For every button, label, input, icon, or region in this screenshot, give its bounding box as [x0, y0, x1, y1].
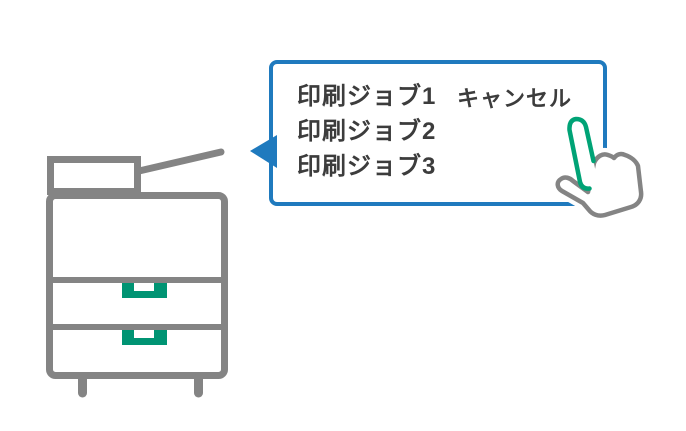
printer-body — [46, 192, 228, 379]
print-job-item: 印刷ジョブ1 — [297, 83, 437, 110]
tray-handle-icon — [122, 283, 167, 298]
printer-top-panel — [47, 156, 141, 195]
scanner-lid-icon — [135, 148, 225, 175]
printer-icon — [46, 148, 228, 398]
print-job-item: 印刷ジョブ3 — [297, 153, 437, 180]
print-job-list: 印刷ジョブ1 印刷ジョブ2 印刷ジョブ3 — [297, 79, 436, 184]
tray-handle-icon — [122, 330, 167, 345]
speech-bubble-tail-icon — [250, 135, 277, 168]
print-job-item: 印刷ジョブ2 — [297, 118, 437, 145]
print-queue-bubble — [269, 60, 607, 206]
hand-fist — [555, 151, 644, 218]
cancel-button[interactable]: キャンセル — [457, 86, 573, 111]
tap-hand-icon — [551, 114, 648, 223]
hand-index-finger — [567, 116, 596, 191]
